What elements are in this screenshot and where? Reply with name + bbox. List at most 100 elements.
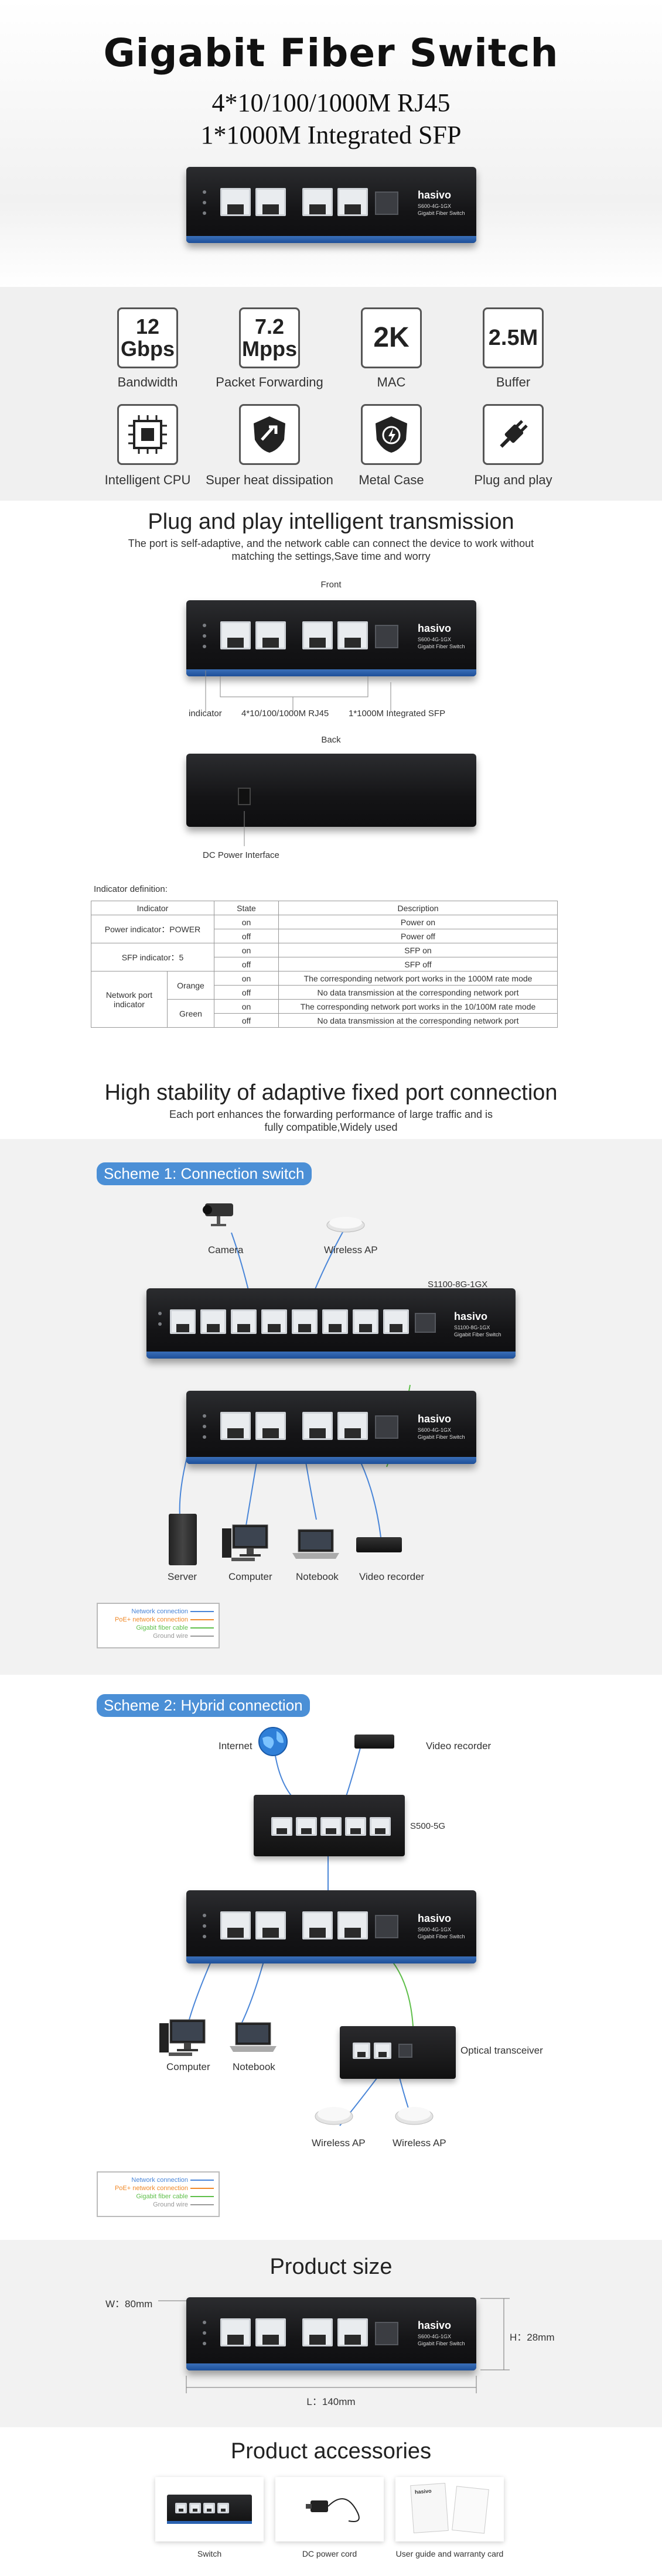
rj45-port-icon [175, 2503, 187, 2513]
notebook-label: Notebook [296, 1571, 339, 1582]
led-icon [158, 1322, 162, 1326]
legend-item: PoE+ network connection [98, 1616, 219, 1624]
rj45-port-icon [220, 2318, 251, 2346]
sfp-port-icon [375, 1415, 398, 1439]
plug-section: Plug and play intelligent transmission T… [0, 501, 662, 1080]
back-label: Back [321, 735, 341, 745]
rj45-port-icon [200, 1309, 226, 1334]
buffer-icon: 2.5M [483, 307, 544, 368]
optical-transceiver-icon [340, 2026, 456, 2079]
hero-title: Gigabit Fiber Switch [103, 30, 559, 76]
feature-label: Buffer [496, 375, 531, 389]
indicator-table: Indicator State Description Power indica… [91, 901, 558, 1028]
notebook-label: Notebook [233, 2061, 275, 2072]
sfp-port-icon [375, 2322, 398, 2345]
callout-lines [205, 670, 391, 711]
table-row: SFP indicator：5 on SFP on [91, 943, 558, 971]
sfp-label: 1*1000M Integrated SFP [349, 709, 446, 719]
heat-dissipation-icon [239, 404, 300, 465]
front-label: Front [320, 580, 342, 590]
device-desc: Gigabit Fiber Switch [418, 210, 465, 216]
scheme2-legend: Network connection PoE+ network connecti… [97, 2171, 220, 2217]
plug-desc-2: matching the settings,Save time and worr… [231, 550, 431, 562]
table-cell: Power on [278, 915, 558, 929]
table-cell: Network port indicator [91, 971, 168, 1028]
legend-item: Network connection [98, 2176, 219, 2184]
plug-desc-1: The port is self-adaptive, and the netwo… [128, 538, 534, 549]
cpu-icon [117, 404, 178, 465]
table-cell: The corresponding network port works in … [278, 999, 558, 1014]
device-brand: hasivo [418, 2320, 452, 2331]
device-model: S600-4G-1GX [418, 1427, 452, 1433]
server-icon [169, 1514, 197, 1565]
led-icon [203, 645, 206, 648]
dc-port-icon [238, 788, 251, 805]
rj45-port-icon [271, 1817, 292, 1836]
table-cell: on [214, 971, 279, 986]
table-cell: Orange [167, 971, 214, 1000]
accessories-section: Product accessories Switch DC power cord… [0, 2427, 662, 2576]
dimension-lines [158, 2298, 510, 2393]
video-recorder-label: Video recorder [426, 1740, 492, 1751]
rj45-port-icon [302, 188, 333, 216]
rj45-port-icon [374, 2043, 391, 2059]
rj45-port-icon [353, 1309, 378, 1334]
notebook-icon [228, 2021, 278, 2054]
device-blue-strip [186, 1956, 476, 1963]
camera-label: Camera [208, 1244, 244, 1255]
table-row: Green on The corresponding network port … [91, 999, 558, 1028]
led-icon [203, 211, 206, 215]
accessories-title: Product accessories [230, 2439, 432, 2464]
back-switch-image [186, 754, 476, 827]
scheme1-legend: Network connection PoE+ network connecti… [97, 1603, 220, 1648]
user-guide-icon: hasivo [410, 2483, 449, 2533]
hero-switch-image: hasivo S600-4G-1GX Gigabit Fiber Switch [186, 167, 476, 243]
camera-icon [199, 1200, 240, 1227]
sfp-port-icon [375, 1915, 398, 1938]
feature-label: MAC [377, 375, 406, 389]
metal-case-icon [361, 404, 422, 465]
computer-label: Computer [166, 2061, 210, 2072]
table-cell: SFP indicator：5 [91, 943, 214, 971]
device-model: S600-4G-1GX [418, 637, 452, 642]
rj45-port-icon [220, 621, 251, 649]
rj45-port-icon [292, 1309, 318, 1334]
feature-label: Intelligent CPU [104, 473, 191, 487]
stability-desc-2: fully compatible,Widely used [264, 1121, 398, 1133]
table-header: State [214, 901, 279, 915]
led-icon [203, 1425, 206, 1428]
wireless-ap-label: Wireless AP [312, 2137, 366, 2149]
optical-transceiver-label: Optical transceiver [460, 2045, 543, 2056]
led-icon [203, 2331, 206, 2335]
size-section: Product size W：80mm hasivo S600-4G-1GX G… [0, 2240, 662, 2427]
device-desc: Gigabit Fiber Switch [418, 1934, 465, 1939]
warranty-card-icon [452, 2486, 489, 2534]
legend-item: Gigabit fiber cable [98, 2192, 219, 2201]
accessory-power-card [275, 2477, 384, 2541]
table-row: off Power off [91, 929, 558, 943]
indicator-label: indicator [189, 709, 222, 719]
power-cord-icon [306, 2498, 360, 2522]
device-blue-strip [186, 1457, 476, 1464]
table-cell: off [214, 929, 279, 943]
rj45-port-icon [255, 621, 286, 649]
table-cell: Power indicator：POWER [91, 915, 214, 943]
server-label: Server [168, 1571, 197, 1582]
table-cell: on [214, 999, 279, 1014]
led-icon [203, 624, 206, 627]
device-model: S600-4G-1GX [418, 203, 452, 209]
device-blue-strip [186, 2363, 476, 2370]
accessory-cord-label: DC power cord [302, 2549, 357, 2558]
table-cell: SFP on [278, 943, 558, 957]
table-row: off No data transmission at the correspo… [91, 1013, 558, 1028]
table-cell: No data transmission at the correspondin… [278, 1013, 558, 1028]
hero-line1: 4*10/100/1000M RJ45 [211, 88, 451, 117]
led-icon [203, 190, 206, 194]
wireless-ap-label: Wireless AP [393, 2137, 446, 2149]
led-icon [203, 201, 206, 204]
led-icon [203, 1924, 206, 1928]
height-label: H：28mm [510, 2332, 555, 2343]
